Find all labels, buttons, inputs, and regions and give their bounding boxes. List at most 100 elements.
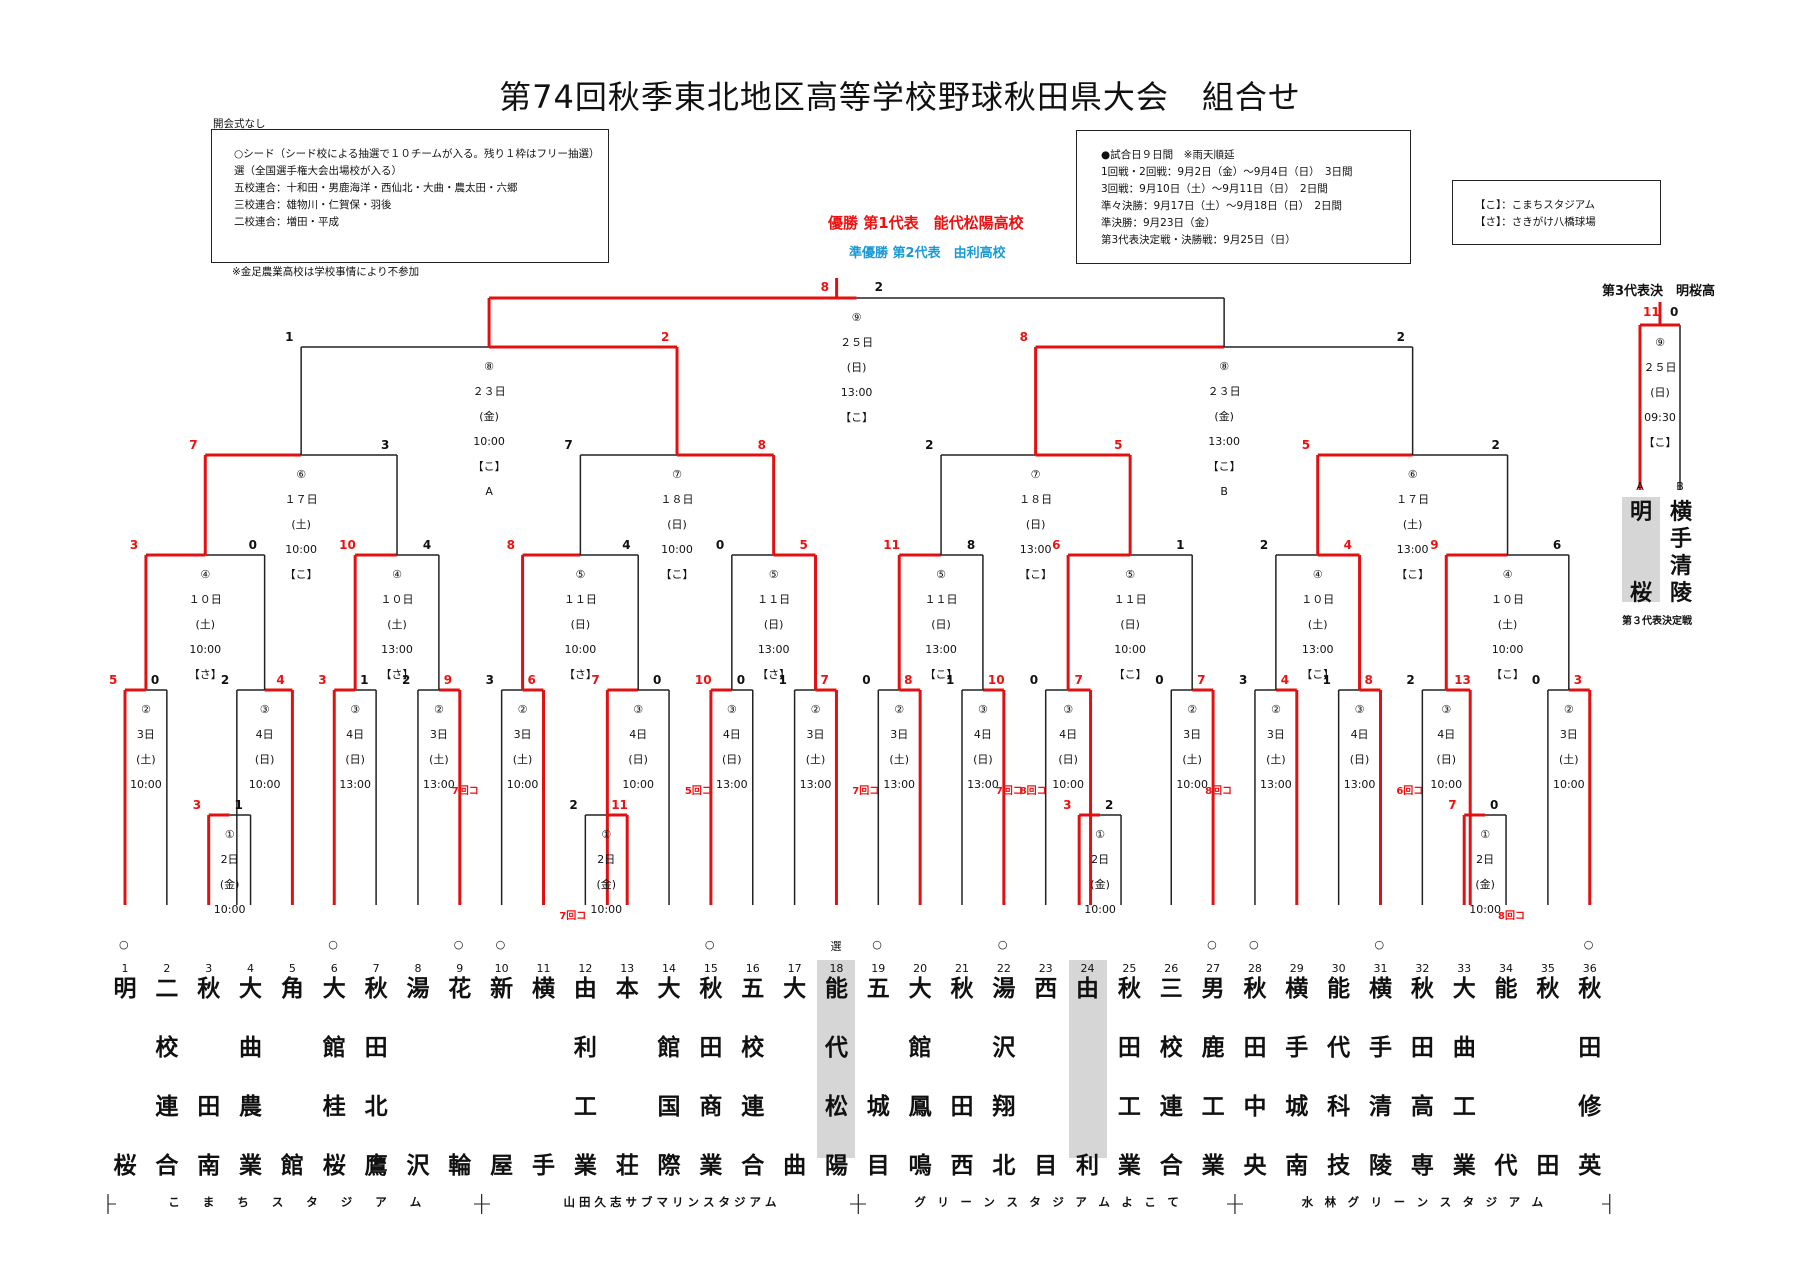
match-info: 【こ】 xyxy=(660,568,694,581)
team-name-char: 秋 xyxy=(1117,976,1141,1002)
team-number: 6 xyxy=(330,962,338,975)
team-name-char: 業 xyxy=(1201,1153,1225,1179)
match-info: 10:00 xyxy=(473,435,505,448)
third-title: 第3代表決 明桜高 xyxy=(1602,284,1716,299)
team-name-char: 手 xyxy=(1670,527,1693,552)
seed-mark: ○ xyxy=(453,938,464,951)
opening-note: 開会式なし xyxy=(213,118,266,130)
match-info: 3日 xyxy=(429,728,448,741)
venue-label: 水 林 グ リ ー ン ス タ ジ ア ム xyxy=(1242,1194,1602,1210)
score-label: 10 xyxy=(339,538,356,552)
team-name-char: 田 xyxy=(699,1035,723,1061)
match-info: 【こ】 xyxy=(1207,460,1241,473)
selection-mark: 選 xyxy=(830,940,842,953)
team-name-char: 農 xyxy=(239,1094,263,1120)
team-number: 11 xyxy=(536,962,551,975)
match-info: ① xyxy=(224,828,235,841)
team-name-char: 秋 xyxy=(699,976,723,1002)
team-name-char: 校 xyxy=(741,1035,765,1061)
match-info: 09:30 xyxy=(1644,411,1676,424)
team-name-char: 田 xyxy=(364,1035,388,1061)
runnerup-text: 準優勝 第2代表 由利高校 xyxy=(849,246,1006,261)
team-name: 由利 xyxy=(1073,976,1103,1178)
match-info: 【こ】 xyxy=(1491,668,1525,681)
score-label: 7 xyxy=(591,673,600,687)
match-info: ③ xyxy=(1354,703,1365,716)
match-info: 【さ】 xyxy=(757,668,791,681)
team-name-char: 由 xyxy=(1076,976,1100,1002)
match-info: 2日 xyxy=(1476,853,1495,866)
match-info: ③ xyxy=(259,703,270,716)
team-name-char: 専 xyxy=(1410,1153,1434,1179)
match-info: 13:00 xyxy=(1343,778,1376,791)
match-info: B xyxy=(1220,485,1228,498)
team-name-char: 西 xyxy=(1034,976,1058,1002)
team-shade xyxy=(817,960,856,1158)
score-label: 3 xyxy=(129,538,139,552)
match-info: (日) xyxy=(1436,753,1457,766)
score-label: 10 xyxy=(987,673,1005,687)
team-name: 大曲 xyxy=(780,978,810,1178)
match-info: １０日 xyxy=(380,593,414,606)
team-name-char: 合 xyxy=(741,1153,765,1179)
inning-note: 6回コ xyxy=(1396,786,1424,797)
team-name: 大館鳳鳴 xyxy=(905,978,935,1178)
team-number: 33 xyxy=(1457,962,1472,975)
team-name: 五校連合 xyxy=(738,978,768,1178)
team-number: 23 xyxy=(1038,962,1053,975)
inning-note: 8回コ xyxy=(1019,786,1047,797)
team-name-char: 代 xyxy=(824,1035,848,1061)
match-info: 10:00 xyxy=(285,543,317,556)
match-info: １０日 xyxy=(1301,593,1335,606)
team-number: 10 xyxy=(494,962,509,975)
score-label: 0 xyxy=(862,673,871,687)
score-label: 6 xyxy=(1052,538,1061,552)
score-label: 8 xyxy=(966,538,976,552)
match-info: (金) xyxy=(596,878,617,891)
team-name-char: 田 xyxy=(1410,1035,1434,1061)
match-info: ⑧ xyxy=(484,360,495,373)
match-info: (日) xyxy=(722,753,742,766)
score-label: 5 xyxy=(1114,438,1123,452)
team-name: 湯沢 xyxy=(403,978,433,1178)
match-info: 4日 xyxy=(973,728,992,741)
match-info: ⑦ xyxy=(672,468,682,481)
team-name-char: 陽 xyxy=(824,1153,848,1179)
team-name-char: 桜 xyxy=(113,1153,137,1179)
team-name-char: 陵 xyxy=(1670,581,1693,606)
team-number: 31 xyxy=(1373,962,1388,975)
match-info: 10:00 xyxy=(1114,643,1146,656)
team-name-char: 商 xyxy=(699,1094,723,1120)
team-number: 21 xyxy=(955,962,969,975)
seed-mark: ○ xyxy=(1374,938,1385,951)
match-info: ⑥ xyxy=(296,468,307,481)
team-number: 34 xyxy=(1499,962,1514,975)
team-name-char: 業 xyxy=(239,1153,263,1179)
match-info: 4日 xyxy=(255,728,274,741)
match-info: 10:00 xyxy=(506,778,539,791)
score-label: 3 xyxy=(381,438,390,452)
seed-legend-box: ○シード（シード校による抽選で１０チームが入る。残り１枠はフリー抽選） 選（全国… xyxy=(211,129,609,263)
team-name-char: 秋 xyxy=(1578,976,1602,1002)
match-info: (日) xyxy=(846,361,867,374)
match-info: 10:00 xyxy=(1469,903,1501,916)
match-info: (日) xyxy=(1025,518,1046,531)
team-name-char: 輪 xyxy=(448,1153,472,1179)
seed-line: ○シード（シード校による抽選で１０チームが入る。残り１枠はフリー抽選） xyxy=(234,148,600,160)
score-label: 1 xyxy=(1322,673,1331,687)
team-name-char: 大 xyxy=(239,976,263,1002)
score-label: 5 xyxy=(1301,438,1311,452)
score-label: 11 xyxy=(611,798,628,812)
score-label: 0 xyxy=(653,673,662,687)
team-name-char: 工 xyxy=(1117,1094,1141,1120)
team-number: 19 xyxy=(871,962,886,975)
team-name: 湯沢翔北 xyxy=(989,978,1019,1178)
score-label: 0 xyxy=(1490,798,1499,812)
team-number: 18 xyxy=(829,962,844,975)
score-label: 4 xyxy=(1280,673,1290,687)
team-name-char: 沢 xyxy=(406,1153,430,1179)
team-name-char: 翔 xyxy=(992,1094,1016,1120)
score-label: 2 xyxy=(1406,673,1415,687)
match-info: ② xyxy=(140,703,151,716)
score-label: 2 xyxy=(1259,538,1269,552)
